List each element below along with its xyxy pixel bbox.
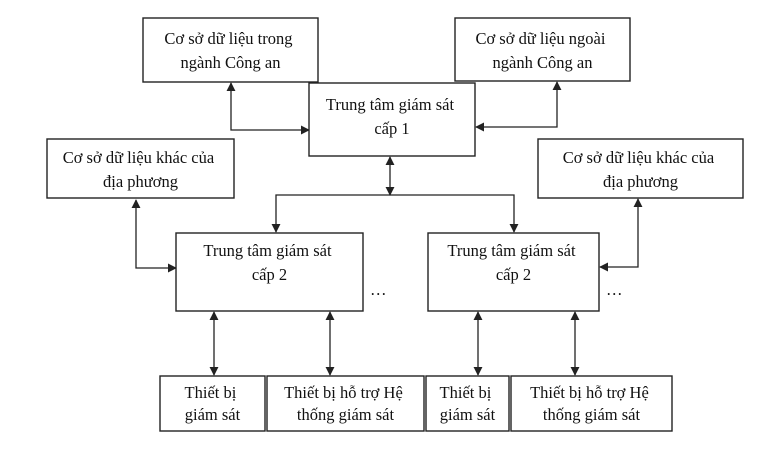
connector-db-outside-to-center-l1 [475, 81, 562, 132]
svg-text:Trung tâm giám sát cấp 1: Trung tâm giám sát cấp 1 [326, 95, 458, 138]
node-center-l2-left: Trung tâm giám sát cấp 2 … [175, 232, 387, 312]
connector-junction-to-center-l2-right [390, 194, 519, 233]
node-db-local-right-line-1: Cơ sở dữ liệu khác của [563, 148, 715, 167]
node-support-1: Thiết bị hỗ trợ Hệ thống giám sát [266, 375, 425, 432]
connector-junction-to-center-l2-left [271, 194, 390, 233]
node-db-local-right-line-2: địa phương [603, 172, 678, 191]
svg-text:Cơ sở dữ liệu khác của đ: Cơ sở dữ liệu khác của địa phương [563, 148, 719, 191]
node-center-l2-left-line-2: cấp 2 [252, 265, 287, 284]
node-db-police-line-1: Cơ sở dữ liệu trong [164, 29, 292, 48]
ellipsis-left: … [370, 280, 387, 299]
node-db-outside: Cơ sở dữ liệu ngoài ngành Công an [454, 17, 631, 82]
node-support-2-line-1: Thiết bị hỗ trợ Hệ [530, 383, 649, 402]
node-db-local-left-line-2: địa phương [103, 172, 178, 191]
connector-db-police-to-center-l1 [226, 82, 310, 135]
svg-text:Cơ sở dữ liệu khác của đ: Cơ sở dữ liệu khác của địa phương [63, 148, 219, 191]
node-device-1-line-1: Thiết bị [185, 383, 237, 402]
svg-text:Thiết bị hỗ trợ Hệ thống: Thiết bị hỗ trợ Hệ thống giám sát [530, 383, 653, 424]
node-support-2: Thiết bị hỗ trợ Hệ thống giám sát [510, 375, 673, 432]
svg-text:Trung tâm giám sát cấp 2: Trung tâm giám sát cấp 2 [447, 241, 579, 284]
node-support-1-line-2: thống giám sát [297, 405, 395, 424]
svg-text:Thiết bị giám sát: Thiết bị giám sát [185, 383, 241, 424]
node-center-l2-right-line-1: Trung tâm giám sát [447, 241, 576, 260]
svg-text:Trung tâm giám sát cấp 2: Trung tâm giám sát cấp 2 [203, 241, 335, 284]
node-db-local-right: Cơ sở dữ liệu khác của địa phương [537, 138, 744, 199]
node-db-outside-line-1: Cơ sở dữ liệu ngoài [475, 29, 605, 48]
connector-db-local-left-to-center-l2-left [131, 199, 177, 273]
node-support-2-line-2: thống giám sát [543, 405, 641, 424]
connectors [131, 81, 643, 376]
ellipsis-right: … [606, 280, 623, 299]
node-center-l1-line-2: cấp 1 [374, 119, 409, 138]
node-db-police: Cơ sở dữ liệu trong ngành Công an [142, 17, 319, 83]
node-device-1-line-2: giám sát [185, 405, 241, 424]
node-db-local-left: Cơ sở dữ liệu khác của địa phương [46, 138, 235, 199]
node-center-l1-line-1: Trung tâm giám sát [326, 95, 455, 114]
node-db-local-left-line-1: Cơ sở dữ liệu khác của [63, 148, 215, 167]
node-support-1-line-1: Thiết bị hỗ trợ Hệ [284, 383, 403, 402]
node-device-2: Thiết bị giám sát [425, 375, 510, 432]
node-center-l2-right: Trung tâm giám sát cấp 2 … [427, 232, 623, 312]
node-db-police-line-2: ngành Công an [181, 53, 281, 72]
svg-text:Thiết bị giám sát: Thiết bị giám sát [440, 383, 496, 424]
node-device-2-line-2: giám sát [440, 405, 496, 424]
node-device-1: Thiết bị giám sát [159, 375, 266, 432]
node-center-l1: Trung tâm giám sát cấp 1 [308, 82, 476, 157]
node-center-l2-left-line-1: Trung tâm giám sát [203, 241, 332, 260]
svg-text:Cơ sở dữ liệu ngoài ngàn: Cơ sở dữ liệu ngoài ngành Công an [475, 29, 609, 72]
node-device-2-line-1: Thiết bị [440, 383, 492, 402]
connector-db-local-right-to-center-l2-right [599, 198, 643, 272]
svg-text:Thiết bị hỗ trợ Hệ thống: Thiết bị hỗ trợ Hệ thống giám sát [284, 383, 407, 424]
svg-text:Cơ sở dữ liệu trong ngàn: Cơ sở dữ liệu trong ngành Công an [164, 29, 296, 72]
node-center-l2-right-line-2: cấp 2 [496, 265, 531, 284]
node-db-outside-line-2: ngành Công an [493, 53, 593, 72]
